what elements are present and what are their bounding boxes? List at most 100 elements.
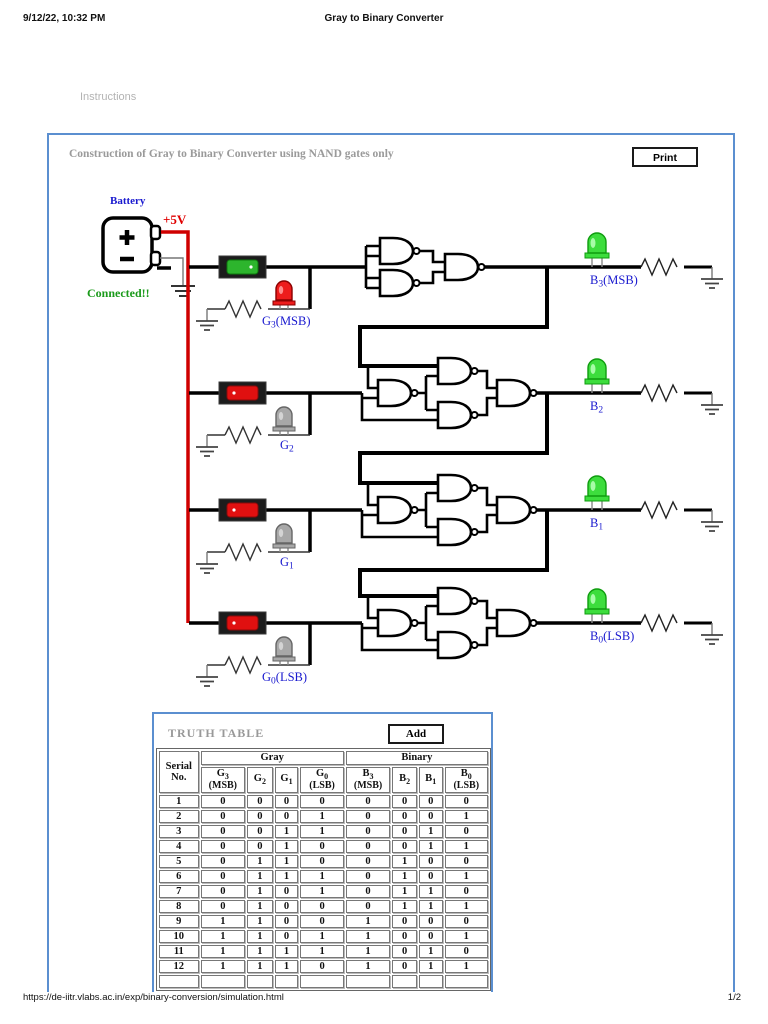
connected-status: Connected!! bbox=[87, 286, 150, 300]
table-cell: 1 bbox=[418, 839, 443, 853]
add-button[interactable]: Add bbox=[388, 724, 444, 744]
nand-gate bbox=[436, 586, 479, 616]
resistor-icon bbox=[224, 655, 262, 675]
table-cell: 11 bbox=[159, 944, 199, 958]
circuit-row-g1: G1 B1 bbox=[189, 473, 724, 598]
toggle-switch-g1[interactable] bbox=[218, 498, 267, 522]
table-cell: 0 bbox=[300, 914, 344, 928]
table-cell: 0 bbox=[444, 914, 488, 928]
column-header-b2: B2 bbox=[392, 767, 417, 793]
table-cell: 1 bbox=[418, 944, 443, 958]
table-cell: 2 bbox=[159, 809, 199, 823]
table-cell: 1 bbox=[200, 929, 246, 943]
table-cell: 1 bbox=[392, 854, 417, 868]
table-cell: 0 bbox=[200, 884, 246, 898]
led-b1 bbox=[584, 475, 610, 510]
table-cell: 1 bbox=[392, 884, 417, 898]
table-cell: 4 bbox=[159, 839, 199, 853]
circuit-row-g2: G2 B2 bbox=[189, 356, 724, 485]
table-cell: 0 bbox=[392, 794, 417, 808]
table-cell: 0 bbox=[392, 959, 417, 973]
output-label-b2: B2 bbox=[590, 399, 603, 416]
table-cell: 5 bbox=[159, 854, 199, 868]
table-cell: 0 bbox=[300, 854, 344, 868]
table-cell: 0 bbox=[274, 884, 299, 898]
table-cell: 1 bbox=[247, 959, 273, 973]
table-cell: 1 bbox=[300, 929, 344, 943]
table-cell: 1 bbox=[418, 899, 443, 913]
tab-instructions[interactable]: Instructions bbox=[80, 91, 137, 103]
table-cell: 3 bbox=[159, 824, 199, 838]
table-cell: 7 bbox=[159, 884, 199, 898]
nand-gate bbox=[436, 517, 479, 547]
toggle-switch-g0[interactable] bbox=[218, 611, 267, 635]
ground-icon bbox=[195, 308, 219, 331]
table-cell: 0 bbox=[274, 794, 299, 808]
table-cell: 1 bbox=[418, 959, 443, 973]
table-cell: 1 bbox=[300, 884, 344, 898]
table-cell: 1 bbox=[300, 824, 344, 838]
led-b0 bbox=[584, 588, 610, 623]
table-cell: 0 bbox=[247, 809, 273, 823]
table-cell: 0 bbox=[392, 839, 417, 853]
table-cell: 0 bbox=[418, 914, 443, 928]
table-cell: 1 bbox=[159, 794, 199, 808]
table-cell: 1 bbox=[200, 914, 246, 928]
table-cell: 1 bbox=[247, 884, 273, 898]
table-cell: 0 bbox=[345, 854, 391, 868]
table-cell: 0 bbox=[345, 794, 391, 808]
table-cell: 9 bbox=[159, 914, 199, 928]
table-cell: 0 bbox=[444, 854, 488, 868]
column-header-g3: G3(MSB) bbox=[200, 767, 246, 793]
input-label-g3: G3(MSB) bbox=[262, 314, 311, 331]
resistor-icon bbox=[640, 613, 678, 633]
resistor-icon bbox=[640, 383, 678, 403]
column-header-g1: G1 bbox=[274, 767, 299, 793]
circuit-diagram: Battery +5V Connected!! G3(MSB) bbox=[87, 195, 724, 687]
resistor-icon bbox=[224, 299, 262, 319]
table-cell: 1 bbox=[274, 824, 299, 838]
binary-group-header: Binary bbox=[345, 751, 488, 765]
table-cell: 0 bbox=[418, 854, 443, 868]
table-cell: 1 bbox=[247, 944, 273, 958]
table-cell: 1 bbox=[345, 944, 391, 958]
led-g2 bbox=[272, 406, 296, 435]
truth-table-panel: TRUTH TABLE Add Serial No. Gray Binary G… bbox=[152, 712, 493, 992]
table-cell: 12 bbox=[159, 959, 199, 973]
toggle-switch-g3[interactable] bbox=[218, 255, 267, 279]
table-cell: 1 bbox=[274, 839, 299, 853]
table-cell: 1 bbox=[444, 809, 488, 823]
table-cell: 1 bbox=[247, 899, 273, 913]
toggle-switch-g2[interactable] bbox=[218, 381, 267, 405]
table-cell: 1 bbox=[392, 869, 417, 883]
table-cell bbox=[159, 974, 199, 988]
table-cell: 0 bbox=[300, 794, 344, 808]
table-cell: 1 bbox=[444, 839, 488, 853]
feedback-wire bbox=[358, 267, 549, 368]
table-cell: 1 bbox=[274, 959, 299, 973]
input-label-g1: G1 bbox=[280, 555, 294, 572]
nand-gate bbox=[495, 495, 538, 525]
nand-gate bbox=[376, 608, 419, 638]
table-row bbox=[159, 974, 488, 988]
table-cell: 0 bbox=[274, 929, 299, 943]
column-header-b0: B0(LSB) bbox=[444, 767, 488, 793]
print-button[interactable]: Print bbox=[632, 147, 698, 167]
table-cell: 0 bbox=[345, 899, 391, 913]
table-cell: 0 bbox=[345, 869, 391, 883]
battery bbox=[101, 216, 171, 274]
vcc-red-wire bbox=[161, 230, 190, 623]
table-cell: 1 bbox=[300, 944, 344, 958]
panel-title: Construction of Gray to Binary Converter… bbox=[69, 148, 394, 160]
led-b2 bbox=[584, 358, 610, 393]
resistor-icon bbox=[224, 425, 262, 445]
gray-group-header: Gray bbox=[200, 751, 344, 765]
table-cell bbox=[200, 974, 246, 988]
table-cell: 0 bbox=[247, 839, 273, 853]
